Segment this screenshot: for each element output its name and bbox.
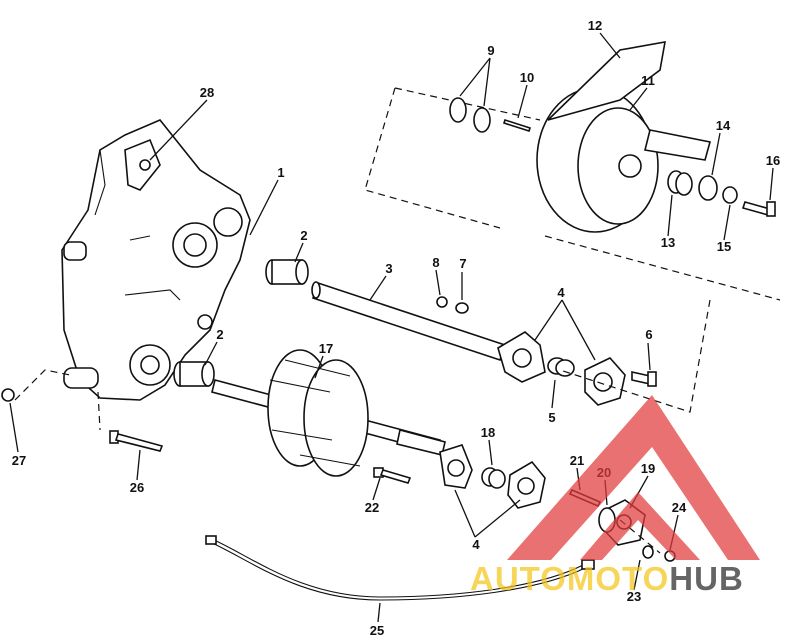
lower-flange-left <box>439 444 473 489</box>
washer-14 <box>698 175 718 201</box>
callout-10: 10 <box>520 70 534 85</box>
callout-1: 1 <box>277 165 284 180</box>
assembly-dashed-lines <box>14 369 661 554</box>
callout-4-upper: 4 <box>557 285 565 300</box>
callout-18: 18 <box>481 425 495 440</box>
bolt-6 <box>631 371 657 387</box>
nut-27 <box>1 388 15 402</box>
callout-6: 6 <box>645 327 652 342</box>
callout-27: 27 <box>12 453 26 468</box>
callout-8: 8 <box>432 255 439 270</box>
callout-16: 16 <box>766 153 780 168</box>
callout-4-lower: 4 <box>472 537 480 552</box>
lower-flange-right <box>507 460 546 509</box>
watermark-logo: AUTOMOTOHUB <box>470 395 760 597</box>
callout-5: 5 <box>548 410 555 425</box>
washers-9 <box>449 97 491 133</box>
callout-2-upper: 2 <box>300 228 307 243</box>
callout-23: 23 <box>627 589 641 604</box>
vent-bracket <box>124 138 161 191</box>
nut-8 <box>436 296 448 308</box>
gear-case-housing <box>61 119 251 401</box>
washer-15 <box>722 186 738 204</box>
upper-bearing <box>265 259 309 285</box>
sprocket-group-outline <box>364 87 781 413</box>
bearing-insert-lower <box>481 467 506 489</box>
bearing-insert-upper <box>547 357 575 377</box>
screw-22 <box>373 467 412 484</box>
upper-flange-right <box>584 357 626 406</box>
callout-7: 7 <box>459 256 466 271</box>
callout-26: 26 <box>130 480 144 495</box>
callout-labels: 1 2 2 3 4 5 6 7 8 9 10 11 12 13 14 15 16… <box>12 18 780 638</box>
watermark-text-automoto: AUTOMOTO <box>470 560 669 597</box>
callout-11: 11 <box>641 73 655 88</box>
lower-bearing <box>173 361 215 387</box>
watermark-text-hub: HUB <box>669 560 744 597</box>
callout-2-lower: 2 <box>216 327 223 342</box>
bolt-16 <box>741 201 776 217</box>
callout-25: 25 <box>370 623 384 638</box>
callout-15: 15 <box>717 239 731 254</box>
washer-23 <box>642 545 654 559</box>
pin-10 <box>502 118 532 133</box>
callout-13: 13 <box>661 235 675 250</box>
callout-14: 14 <box>716 118 731 133</box>
callout-9: 9 <box>487 43 494 58</box>
sprocket-11 <box>536 87 659 233</box>
impeller-paddles <box>267 349 369 477</box>
chain-12 <box>547 41 712 161</box>
callout-22: 22 <box>365 500 379 515</box>
spacer-13 <box>667 170 693 196</box>
callout-24: 24 <box>672 500 687 515</box>
callout-28: 28 <box>200 85 214 100</box>
callout-12: 12 <box>588 18 602 33</box>
callout-19: 19 <box>641 461 655 476</box>
upper-shaft <box>311 281 507 362</box>
watermark-text: AUTOMOTOHUB <box>470 560 744 597</box>
washer-7 <box>455 302 469 314</box>
callout-21: 21 <box>570 453 584 468</box>
upper-flange-left <box>497 331 546 383</box>
callout-3: 3 <box>385 261 392 276</box>
watermark-triangles <box>507 395 760 560</box>
callout-17: 17 <box>319 341 333 356</box>
long-bolt-26 <box>109 430 164 452</box>
